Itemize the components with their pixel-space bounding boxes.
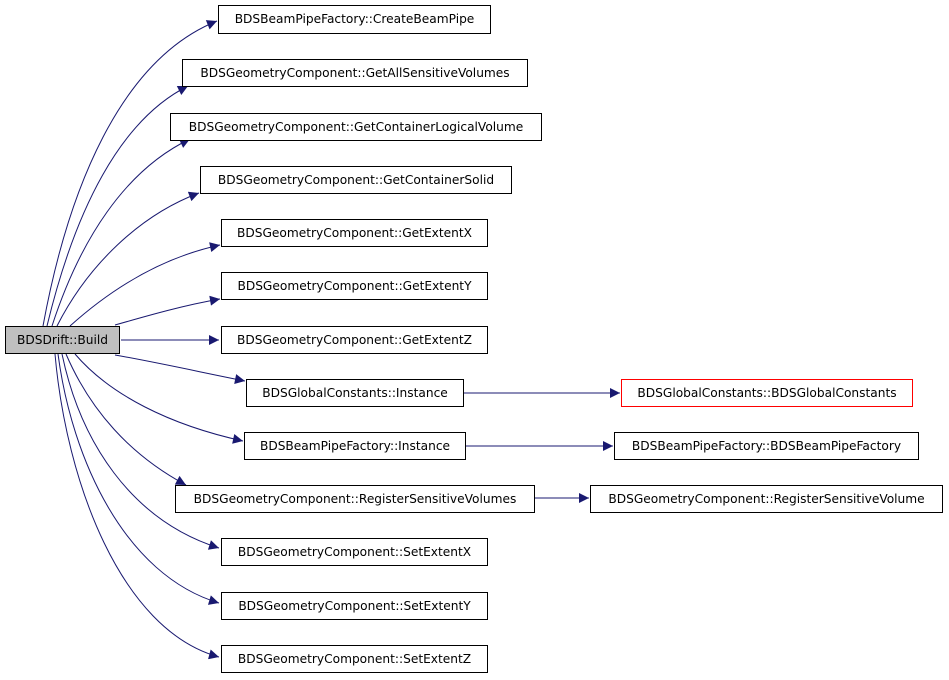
node-label: BDSGlobalConstants::Instance bbox=[262, 385, 448, 400]
node-label: BDSGeometryComponent::GetContainerSolid bbox=[217, 172, 495, 187]
node-global-constants-instance[interactable]: BDSGlobalConstants::Instance bbox=[246, 379, 464, 407]
node-register-sensitive-volume[interactable]: BDSGeometryComponent::RegisterSensitiveV… bbox=[590, 485, 943, 513]
edge-root-to-set-extent-x bbox=[61, 353, 220, 550]
edge-root-to-create-beam-pipe bbox=[42, 20, 218, 327]
node-get-all-sensitive-volumes[interactable]: BDSGeometryComponent::GetAllSensitiveVol… bbox=[182, 59, 528, 87]
node-label: BDSDrift::Build bbox=[17, 332, 108, 347]
edge-root-to-get-extent-y bbox=[114, 295, 221, 326]
node-label: BDSGlobalConstants::BDSGlobalConstants bbox=[637, 385, 897, 400]
node-set-extent-z[interactable]: BDSGeometryComponent::SetExtentZ bbox=[221, 645, 488, 673]
node-beam-pipe-factory-ctor[interactable]: BDSBeamPipeFactory::BDSBeamPipeFactory bbox=[614, 432, 919, 460]
node-label: BDSGeometryComponent::SetExtentY bbox=[238, 598, 471, 613]
node-register-sensitive-volumes[interactable]: BDSGeometryComponent::RegisterSensitiveV… bbox=[175, 485, 535, 513]
node-label: BDSGeometryComponent::RegisterSensitiveV… bbox=[608, 491, 925, 506]
edge-root-to-get-container-solid bbox=[56, 191, 200, 327]
edge-root-to-beam-pipe-factory-instance bbox=[74, 353, 244, 444]
node-bdsdrift-build: BDSDrift::Build bbox=[5, 326, 120, 354]
node-get-extent-y[interactable]: BDSGeometryComponent::GetExtentY bbox=[221, 272, 488, 300]
node-label: BDSBeamPipeFactory::CreateBeamPipe bbox=[234, 12, 475, 27]
node-get-container-logical-volume[interactable]: BDSGeometryComponent::GetContainerLogica… bbox=[170, 113, 542, 141]
node-label: BDSBeamPipeFactory::Instance bbox=[259, 438, 451, 453]
node-label: BDSGeometryComponent::SetExtentX bbox=[237, 544, 472, 559]
node-get-extent-x[interactable]: BDSGeometryComponent::GetExtentX bbox=[221, 219, 488, 247]
edge-root-to-get-all-sensitive-volumes bbox=[46, 85, 189, 327]
node-get-container-solid[interactable]: BDSGeometryComponent::GetContainerSolid bbox=[200, 166, 512, 194]
node-label: BDSGeometryComponent::GetExtentX bbox=[237, 225, 472, 240]
node-label: BDSGeometryComponent::GetExtentY bbox=[237, 278, 472, 293]
node-label: BDSBeamPipeFactory::BDSBeamPipeFactory bbox=[631, 438, 902, 453]
node-set-extent-y[interactable]: BDSGeometryComponent::SetExtentY bbox=[221, 592, 488, 620]
node-label: BDSGeometryComponent::GetContainerLogica… bbox=[188, 119, 524, 134]
edge-root-to-register-sensitive-volumes bbox=[65, 353, 187, 486]
edge-root-to-global-constants-instance bbox=[114, 354, 246, 384]
node-global-constants-ctor[interactable]: BDSGlobalConstants::BDSGlobalConstants bbox=[621, 379, 913, 407]
node-get-extent-z[interactable]: BDSGeometryComponent::GetExtentZ bbox=[221, 326, 488, 354]
node-set-extent-x[interactable]: BDSGeometryComponent::SetExtentX bbox=[221, 538, 488, 566]
node-create-beam-pipe[interactable]: BDSBeamPipeFactory::CreateBeamPipe bbox=[218, 5, 491, 34]
node-label: BDSGeometryComponent::SetExtentZ bbox=[237, 651, 472, 666]
node-label: BDSGeometryComponent::GetExtentZ bbox=[237, 332, 472, 347]
edge-root-to-get-extent-x bbox=[69, 242, 221, 327]
node-beam-pipe-factory-instance[interactable]: BDSBeamPipeFactory::Instance bbox=[244, 432, 466, 460]
edge-root-to-set-extent-y bbox=[57, 353, 220, 605]
edge-root-to-set-extent-z bbox=[54, 353, 220, 660]
node-label: BDSGeometryComponent::GetAllSensitiveVol… bbox=[200, 65, 510, 80]
node-label: BDSGeometryComponent::RegisterSensitiveV… bbox=[193, 491, 517, 506]
edge-root-to-get-container-logical-volume bbox=[51, 138, 191, 327]
